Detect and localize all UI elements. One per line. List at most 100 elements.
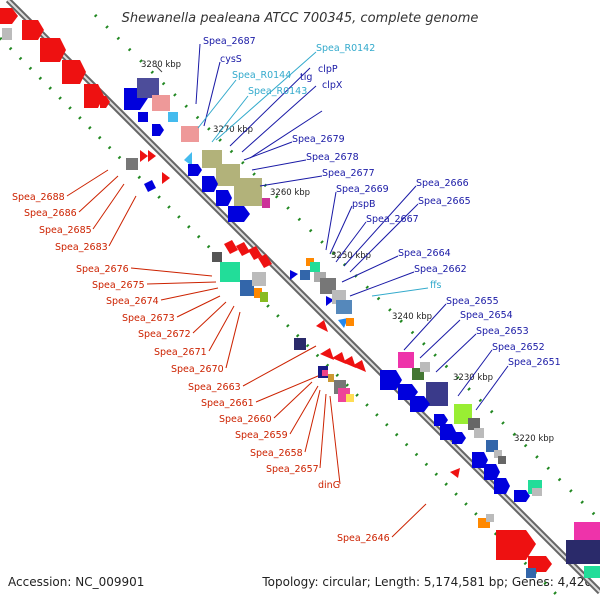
gene-box xyxy=(2,28,12,40)
gene-label: clpP xyxy=(318,64,338,75)
gene-arrow xyxy=(332,352,346,364)
gene-arrow xyxy=(248,246,262,260)
gene-arrow xyxy=(338,318,348,328)
gene-arrow xyxy=(514,490,530,502)
gene-arrow xyxy=(62,60,86,84)
gene-box xyxy=(398,352,414,368)
gene-box xyxy=(314,272,326,282)
gene-box xyxy=(168,112,178,122)
gene-arrow xyxy=(188,164,202,176)
gc-track-outer-left xyxy=(0,36,562,600)
gene-box xyxy=(328,374,334,382)
gene-label: Spea_2679 xyxy=(292,134,345,145)
gene-arrow xyxy=(228,206,250,222)
gene-arrow xyxy=(494,478,510,494)
tick-label: 3260 kbp xyxy=(270,188,310,198)
gene-box xyxy=(336,300,352,314)
gene-box xyxy=(300,270,310,280)
gene-label: Spea_2663 xyxy=(188,382,241,393)
gene-label: Spea_2651 xyxy=(508,357,561,368)
accession-label: Accession: NC_009901 xyxy=(8,575,144,589)
gene-box xyxy=(137,78,159,98)
gene-label: Spea_2662 xyxy=(414,264,467,275)
gene-label: cysS xyxy=(220,54,242,65)
tick-label: 3240 kbp xyxy=(392,312,432,322)
gene-box xyxy=(426,382,448,406)
gene-cluster-bottom-right xyxy=(478,514,600,578)
gc-track-outer-right xyxy=(93,13,600,522)
gene-arrow xyxy=(22,20,44,40)
gene-label: pspB xyxy=(352,199,376,210)
gene-arrow xyxy=(216,190,232,206)
gene-label: Spea_2664 xyxy=(398,248,451,259)
gene-arrow xyxy=(236,242,250,256)
gene-label: Spea_2670 xyxy=(171,364,224,375)
tick-label: 3220 kbp xyxy=(514,434,554,444)
gene-cluster-3240-lower xyxy=(318,348,366,402)
gene-label: Spea_2675 xyxy=(92,280,145,291)
gene-box xyxy=(346,394,354,402)
gene-box xyxy=(494,450,502,458)
gene-box xyxy=(202,150,222,168)
leader-lines xyxy=(66,43,509,538)
gene-label: Spea_2676 xyxy=(76,264,129,275)
tick-label: 3270 kbp xyxy=(213,125,253,135)
gene-label: dinG xyxy=(318,480,340,491)
tick-label: 3280 kbp xyxy=(141,60,181,70)
gene-box xyxy=(252,272,266,286)
gene-box xyxy=(220,262,240,282)
gene-box xyxy=(532,488,542,496)
gene-arrow xyxy=(410,396,430,412)
gene-box xyxy=(526,568,536,578)
gene-box xyxy=(474,428,484,438)
gene-box xyxy=(566,540,600,564)
gene-label: Spea_2686 xyxy=(24,208,77,219)
gene-cluster-top-left xyxy=(0,8,110,108)
gene-arrow xyxy=(484,464,500,480)
gene-arrow xyxy=(100,96,110,108)
gene-label: Spea_2678 xyxy=(306,152,359,163)
rna-gene-label: Spea_R0142 xyxy=(316,43,375,54)
tick-label: 3230 kbp xyxy=(453,373,493,383)
tick-label: 3250 kbp xyxy=(331,251,371,261)
gene-label: Spea_2653 xyxy=(476,326,529,337)
rna-gene-label: ffs xyxy=(430,280,442,291)
labels-minus-strand: Spea_2688 Spea_2686 Spea_2685 Spea_2683 … xyxy=(12,192,390,544)
gene-arrow xyxy=(162,172,170,184)
gene-label: Spea_2655 xyxy=(446,296,499,307)
gene-box xyxy=(454,404,472,424)
gene-label: Spea_2658 xyxy=(250,448,303,459)
map-title: Shewanella pealeana ATCC 700345, complet… xyxy=(122,11,479,26)
gene-label: Spea_2665 xyxy=(418,196,471,207)
gene-label: Spea_2674 xyxy=(106,296,159,307)
gene-arrow xyxy=(258,254,272,268)
labels-plus-strand: Spea_2687 cysS tig clpP clpX Spea_2679 S… xyxy=(203,36,561,368)
gene-label: Spea_2660 xyxy=(219,414,272,425)
gene-label: Spea_2677 xyxy=(322,168,375,179)
gene-label: Spea_2669 xyxy=(336,184,389,195)
gene-box xyxy=(260,292,268,302)
gene-arrow xyxy=(320,348,334,360)
gene-label: Spea_2652 xyxy=(492,342,545,353)
gene-arrow xyxy=(184,152,192,166)
gene-label: Spea_2671 xyxy=(154,347,207,358)
gene-arrow xyxy=(0,8,18,24)
gene-box xyxy=(126,158,138,170)
gene-label: Spea_2666 xyxy=(416,178,469,189)
gene-arrow xyxy=(148,150,156,162)
gene-box xyxy=(584,566,600,578)
gene-box xyxy=(152,95,170,111)
gene-box xyxy=(212,252,222,262)
gene-cluster-3235-upper xyxy=(380,352,484,444)
labels-rna-genes: Spea_R0142 Spea_R0144 Spea_R0143 ffs xyxy=(232,43,442,291)
gene-box xyxy=(234,178,262,206)
gene-box xyxy=(486,440,498,452)
gene-arrow xyxy=(496,530,536,560)
gene-arrow xyxy=(316,320,328,332)
gene-label: Spea_2685 xyxy=(39,225,92,236)
gene-arrow xyxy=(326,296,334,306)
gene-box xyxy=(181,126,199,142)
scale-ticks: 3280 kbp 3270 kbp 3260 kbp 3250 kbp 3240… xyxy=(141,60,554,444)
rna-gene-label: Spea_R0144 xyxy=(232,70,291,81)
